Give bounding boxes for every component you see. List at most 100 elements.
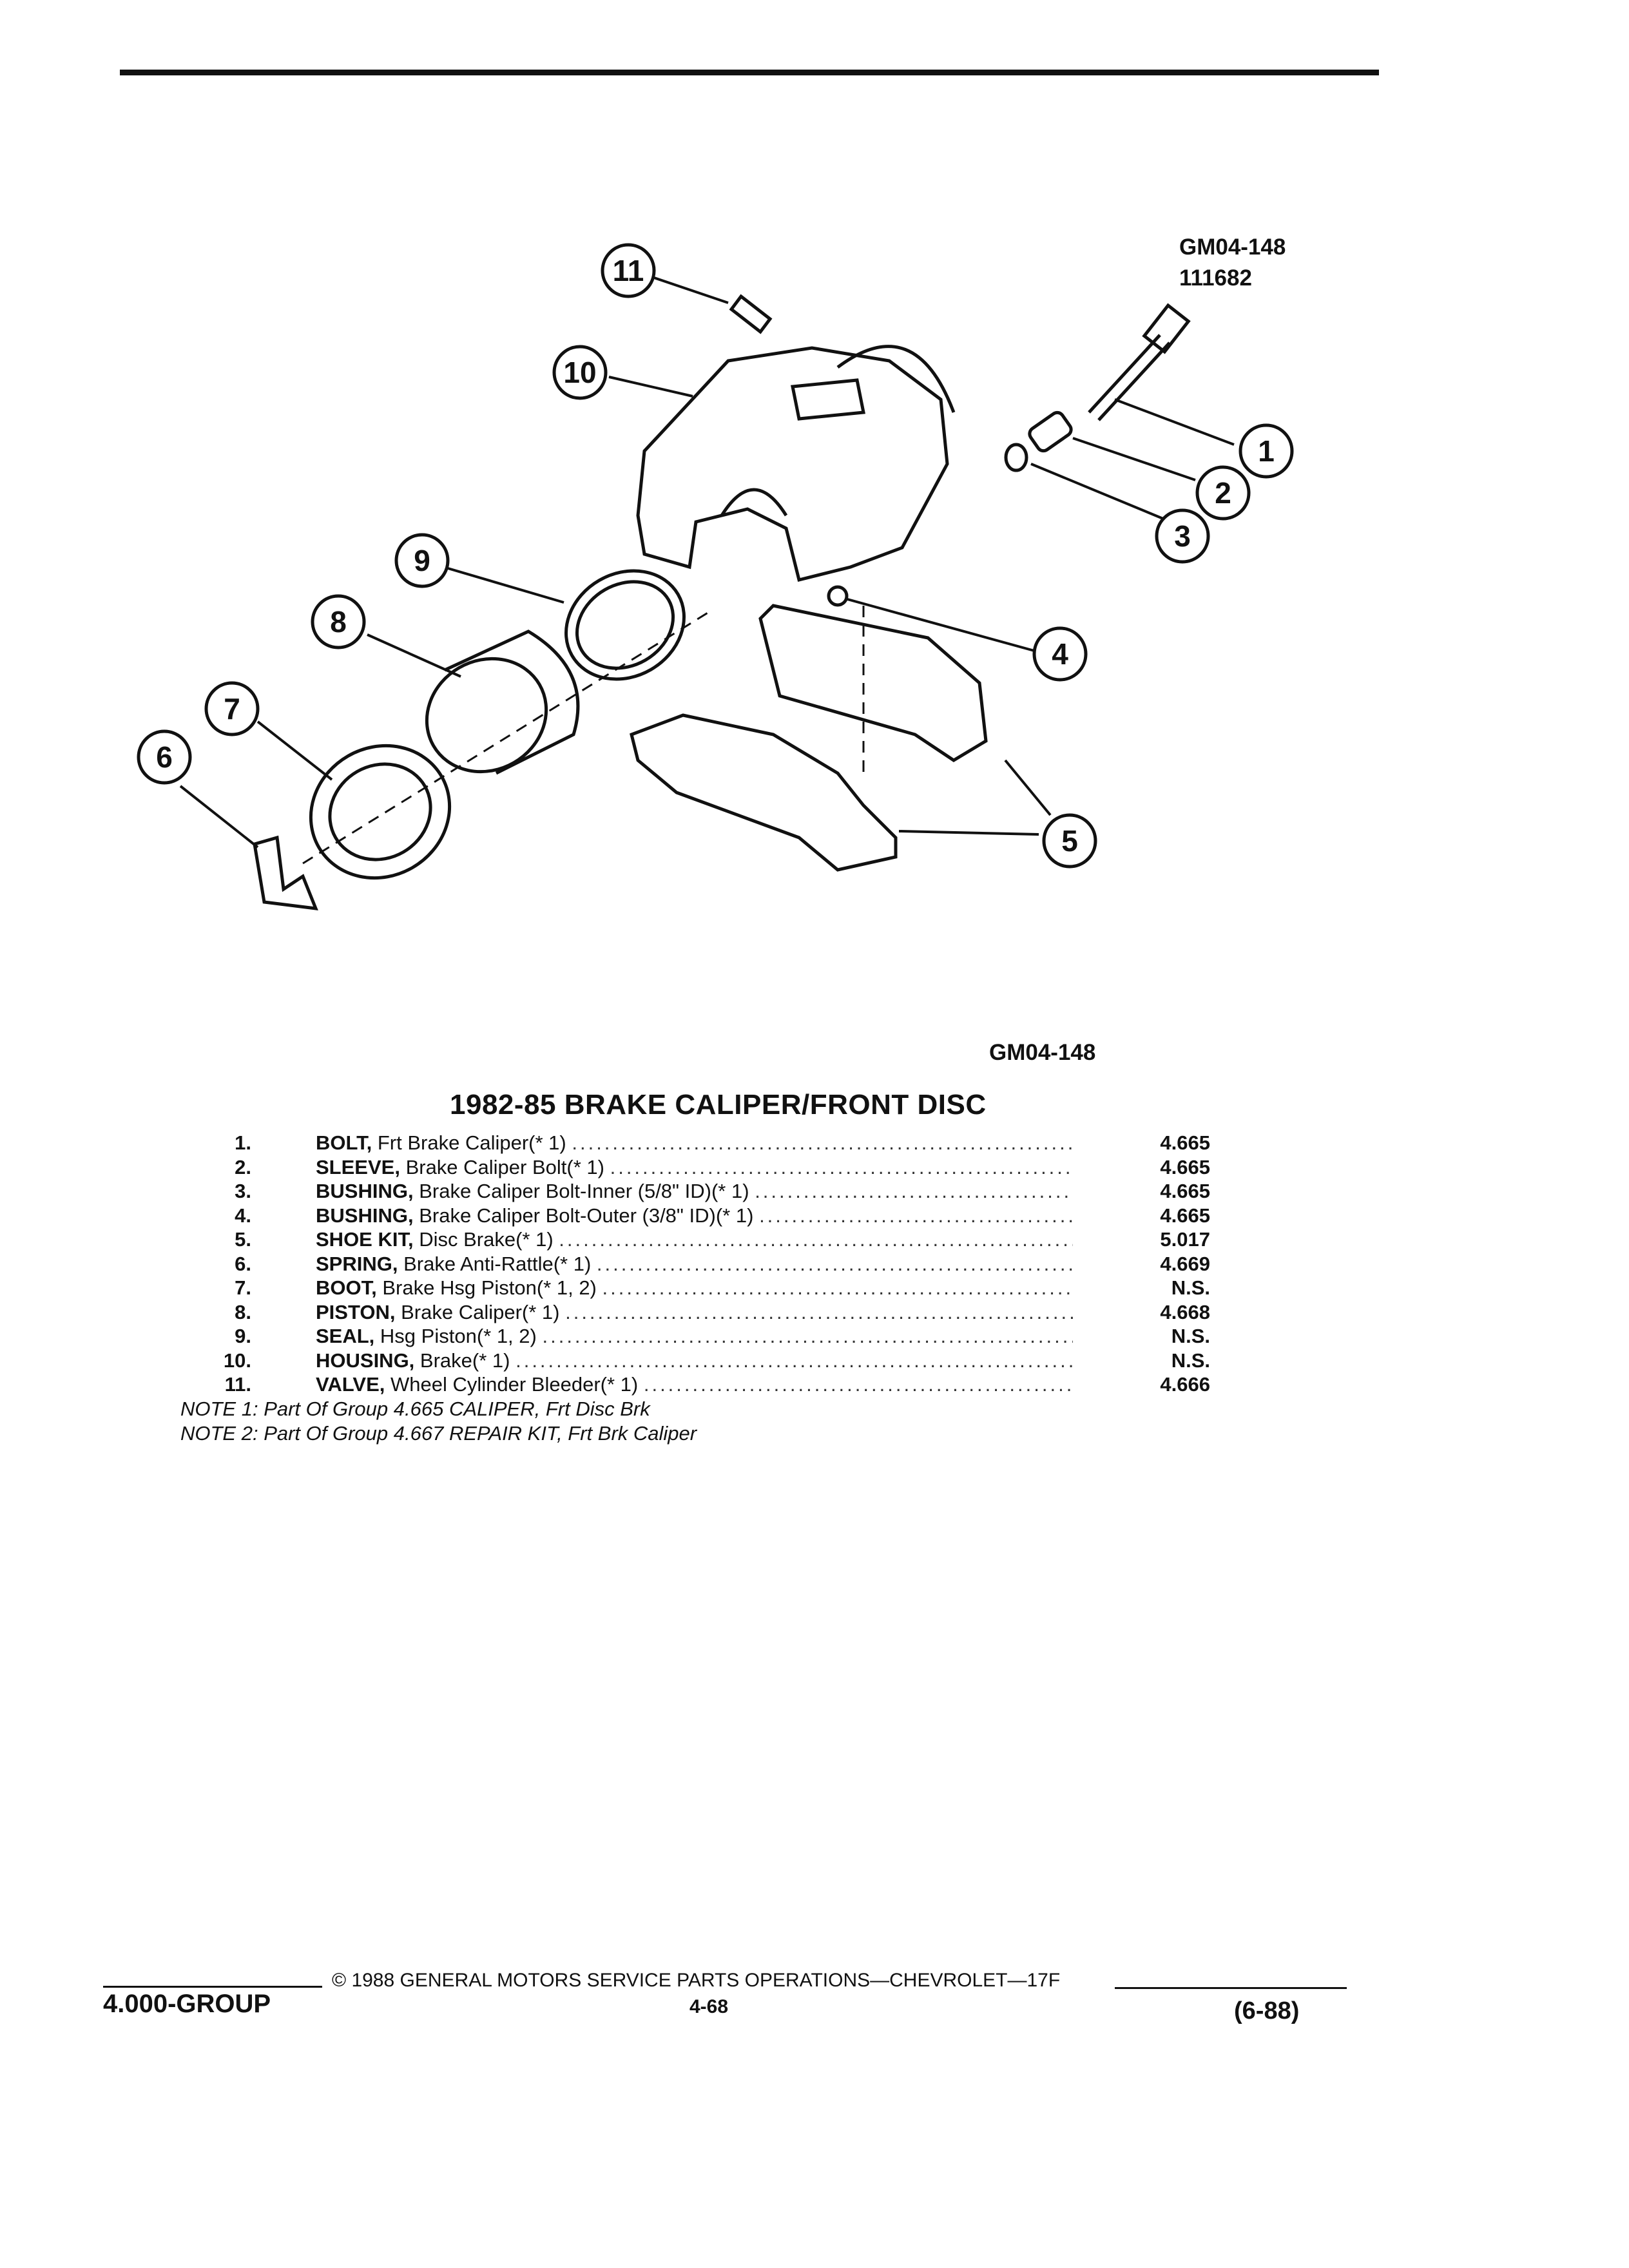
parts-row: 5. SHOE KIT, Disc Brake(* 1) ...........… — [0, 1227, 1629, 1252]
parts-row: 9. SEAL, Hsg Piston(* 1, 2) ............… — [0, 1324, 1629, 1349]
parts-row: 2. SLEEVE, Brake Caliper Bolt(* 1) .....… — [0, 1155, 1629, 1180]
leader-9 — [447, 567, 564, 604]
part-number: 10. — [223, 1349, 251, 1372]
top-rule — [120, 70, 1379, 75]
part-name: SPRING, — [316, 1252, 398, 1275]
part-detail: Brake Caliper Bolt-Outer (3/8" ID)(* 1) — [419, 1204, 754, 1227]
part-name: SLEEVE, — [316, 1155, 400, 1178]
part-number: 7. — [235, 1276, 251, 1299]
callout-circle-1 — [1239, 423, 1294, 479]
part-name: PISTON, — [316, 1300, 396, 1323]
piston-boot-outer — [309, 744, 452, 880]
parts-row: 11. VALVE, Wheel Cylinder Bleeder(* 1) .… — [0, 1372, 1629, 1397]
part-number: 5. — [235, 1228, 251, 1251]
part-description: SPRING, Brake Anti-Rattle(* 1) .........… — [316, 1252, 1073, 1275]
part-number: 9. — [235, 1325, 251, 1347]
part-detail: Wheel Cylinder Bleeder(* 1) — [390, 1373, 639, 1396]
bushing-outer — [827, 585, 849, 607]
housing-bore-cutout — [720, 488, 788, 517]
part-group: 4.669 — [1160, 1252, 1210, 1275]
leader-4 — [847, 598, 1035, 652]
leader-10 — [608, 376, 693, 398]
footer-group: 4.000-GROUP — [103, 1990, 271, 2018]
callout-circle-3 — [1155, 508, 1210, 564]
part-detail: Disc Brake(* 1) — [419, 1228, 554, 1251]
part-group: 4.665 — [1160, 1180, 1210, 1202]
part-description: SHOE KIT, Disc Brake(* 1) ..............… — [316, 1228, 1073, 1251]
callout-5: 5 — [1061, 824, 1078, 858]
bushing-inner — [1004, 443, 1028, 472]
piston-seal-ring — [564, 569, 686, 681]
footer-rule-left — [103, 1986, 322, 1988]
leader-1 — [1114, 398, 1235, 446]
part-name: BUSHING, — [316, 1180, 414, 1202]
part-group: 4.665 — [1160, 1204, 1210, 1227]
part-number: 6. — [235, 1252, 251, 1275]
part-name: HOUSING, — [316, 1349, 415, 1372]
part-description: BOLT, Frt Brake Caliper(* 1) ...........… — [316, 1131, 1073, 1154]
caliper-housing — [636, 346, 949, 582]
part-description: PISTON, Brake Caliper(* 1) .............… — [316, 1300, 1073, 1323]
part-detail: Brake(* 1) — [419, 1349, 510, 1372]
callout-circle-2 — [1195, 465, 1251, 521]
footer-date: (6-88) — [1234, 1997, 1300, 2024]
footer-page-number: 4-68 — [689, 1996, 729, 2017]
brake-shoe-outboard — [630, 713, 898, 872]
anti-rattle-spring — [253, 835, 318, 911]
figure-number: 111682 — [1179, 265, 1252, 291]
leader-5b — [1004, 759, 1052, 816]
leader-7 — [256, 720, 333, 781]
parts-row: 10. HOUSING, Brake(* 1) ................… — [0, 1349, 1629, 1373]
exploded-diagram: 11 10 1 2 3 4 5 9 8 7 6 — [137, 243, 1294, 911]
part-detail: Brake Hsg Piston(* 1, 2) — [382, 1276, 597, 1299]
part-name: BUSHING, — [316, 1204, 414, 1227]
leader-11 — [651, 276, 729, 304]
leader-3 — [1030, 463, 1164, 520]
part-detail: Brake Anti-Rattle(* 1) — [403, 1252, 592, 1275]
note-1: NOTE 1: Part Of Group 4.665 CALIPER, Frt… — [180, 1397, 650, 1420]
piston-seal-ring-inner — [575, 580, 675, 670]
part-number: 3. — [235, 1180, 251, 1202]
part-group: 4.665 — [1160, 1131, 1210, 1154]
parts-row: 8. PISTON, Brake Caliper(* 1) ..........… — [0, 1300, 1629, 1325]
part-number: 11. — [224, 1373, 251, 1396]
caliper-bolt — [1088, 334, 1171, 421]
part-detail: Brake Caliper Bolt(* 1) — [405, 1155, 604, 1178]
part-name: SHOE KIT, — [316, 1228, 414, 1251]
parts-row: 7. BOOT, Brake Hsg Piston(* 1, 2) ......… — [0, 1276, 1629, 1300]
part-detail: Hsg Piston(* 1, 2) — [380, 1325, 537, 1347]
part-name: BOOT, — [316, 1276, 377, 1299]
callout-11: 11 — [613, 254, 644, 287]
caliper-piston-body — [443, 629, 580, 775]
leader-6 — [179, 785, 259, 849]
callout-9: 9 — [414, 544, 430, 577]
part-description: BOOT, Brake Hsg Piston(* 1, 2) .........… — [316, 1276, 1073, 1299]
parts-row: 6. SPRING, Brake Anti-Rattle(* 1) ......… — [0, 1252, 1629, 1276]
callout-circle-5 — [1042, 813, 1097, 869]
figure-code-block: GM04-148 111682 — [1179, 232, 1286, 294]
figure-caption-code: GM04-148 — [989, 1040, 1096, 1065]
parts-row: 4. BUSHING, Brake Caliper Bolt-Outer (3/… — [0, 1204, 1629, 1228]
callout-circle-11 — [601, 243, 656, 298]
housing-window — [791, 378, 865, 421]
centerline-piston — [302, 611, 709, 865]
parts-row: 1. BOLT, Frt Brake Caliper(* 1) ........… — [0, 1131, 1629, 1155]
part-description: HOUSING, Brake(* 1) ....................… — [316, 1349, 1073, 1372]
note-2: NOTE 2: Part Of Group 4.667 REPAIR KIT, … — [180, 1421, 697, 1445]
callout-1: 1 — [1258, 434, 1275, 468]
callout-2: 2 — [1215, 476, 1231, 510]
part-name: BOLT, — [316, 1131, 372, 1154]
part-description: BUSHING, Brake Caliper Bolt-Inner (5/8" … — [316, 1180, 1073, 1202]
footer-rule-right — [1115, 1987, 1347, 1989]
leader-5a — [898, 830, 1039, 836]
bolt-head — [1142, 303, 1191, 354]
leader-8 — [367, 633, 461, 678]
part-number: 4. — [235, 1204, 251, 1227]
figure-code: GM04-148 — [1179, 235, 1286, 260]
callout-circle-7 — [204, 681, 260, 736]
part-description: BUSHING, Brake Caliper Bolt-Outer (3/8" … — [316, 1204, 1073, 1227]
bleeder-valve — [729, 294, 773, 334]
part-group: 5.017 — [1160, 1228, 1210, 1251]
part-group: 4.665 — [1160, 1155, 1210, 1178]
part-group: 4.668 — [1160, 1300, 1210, 1323]
